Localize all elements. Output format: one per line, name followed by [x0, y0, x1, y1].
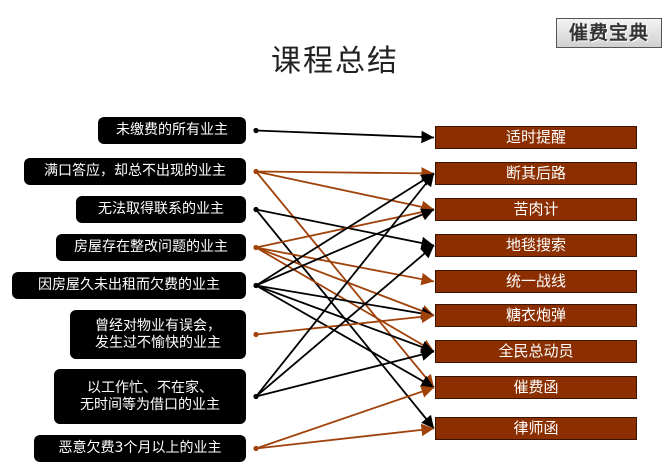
collection-method-box: 律师函: [435, 417, 637, 440]
owner-type-box: 满口答应，却总不出现的业主: [24, 158, 246, 185]
link-arrow: [255, 170, 435, 214]
link-source-dot: [253, 445, 259, 452]
owner-type-label: 未缴费的所有业主: [116, 122, 228, 138]
link-arrow: [255, 348, 435, 398]
collection-method-box: 适时提醒: [435, 126, 637, 149]
link-arrow: [255, 246, 435, 353]
owner-type-box: 因房屋久未出租而欠费的业主: [12, 272, 246, 299]
collection-method-box: 糖衣炮弹: [435, 304, 637, 327]
owner-type-label: 无法取得联系的业主: [98, 201, 224, 217]
link-arrow: [255, 385, 435, 450]
collection-method-box: 全民总动员: [435, 340, 637, 363]
owner-type-label: 房屋存在整改问题的业主: [74, 239, 228, 255]
link-source-dot: [253, 282, 259, 289]
link-arrow: [255, 246, 435, 286]
link-source-dot: [253, 127, 259, 134]
owner-type-box: 曾经对物业有误会，发生过不愉快的业主: [70, 310, 246, 359]
link-arrow: [255, 172, 435, 398]
owner-type-label: 无时间等为借口的业主: [80, 396, 220, 413]
collection-method-box: 地毯搜索: [435, 234, 637, 257]
owner-type-label: 恶意欠费3个月以上的业主: [58, 440, 222, 456]
collection-method-box: 催费函: [435, 376, 637, 399]
owner-type-box: 以工作忙、不在家、无时间等为借口的业主: [54, 369, 246, 424]
link-arrow: [255, 167, 435, 180]
link-source-dot: [253, 244, 259, 251]
owner-type-label: 曾经对物业有误会，: [95, 317, 221, 334]
link-arrow: [255, 284, 435, 389]
link-arrow: [255, 170, 435, 389]
link-source-dot: [253, 168, 259, 175]
link-arrow: [255, 246, 435, 317]
collection-method-box: 苦肉计: [435, 198, 637, 221]
owner-type-box: 恶意欠费3个月以上的业主: [34, 435, 246, 462]
owner-type-box: 无法取得联系的业主: [76, 196, 246, 223]
owner-type-label: 发生过不愉快的业主: [95, 334, 221, 351]
link-arrow: [255, 172, 435, 287]
link-source-dot: [253, 331, 259, 338]
owner-type-label: 因房屋久未出租而欠费的业主: [38, 277, 220, 293]
collection-method-box: 统一战线: [435, 270, 637, 293]
link-arrow: [255, 310, 435, 336]
link-source-dot: [253, 206, 259, 213]
page-title: 课程总结: [271, 44, 399, 79]
brand-logo: 催费宝典: [556, 18, 662, 48]
owner-type-label: 以工作忙、不在家、: [87, 379, 213, 396]
link-arrow: [255, 423, 435, 450]
owner-type-box: 未缴费的所有业主: [98, 117, 246, 144]
link-arrow: [255, 208, 435, 250]
collection-method-box: 断其后路: [435, 162, 637, 185]
link-arrow: [255, 129, 435, 144]
link-arrow: [255, 208, 435, 287]
owner-type-label: 满口答应，却总不出现的业主: [44, 163, 226, 179]
link-arrow: [255, 284, 435, 320]
link-arrow: [255, 284, 435, 354]
owner-type-box: 房屋存在整改问题的业主: [56, 234, 246, 261]
link-source-dot: [253, 393, 259, 400]
link-arrow: [255, 244, 435, 398]
